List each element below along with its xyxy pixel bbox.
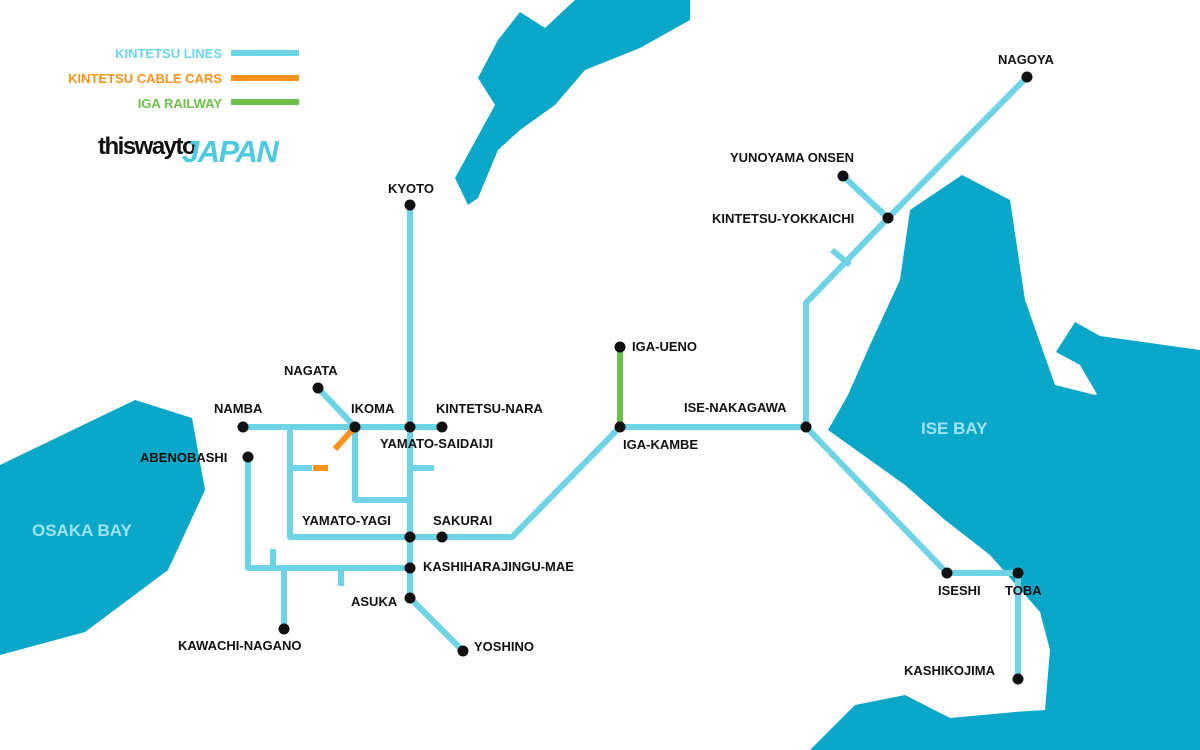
osaka-bay-water [0, 400, 205, 655]
thiswaytojapan-logo: thiswayto JAPAN [98, 133, 281, 169]
logo-text-japan: JAPAN [182, 134, 279, 169]
label-nagata: NAGATA [284, 363, 338, 378]
label-ise-nakagawa: ISE-NAKAGAWA [684, 400, 787, 415]
station-yoshino [457, 645, 469, 657]
station-abenobashi [242, 451, 254, 463]
line-nagata-ikoma [315, 385, 358, 430]
label-yunoyama-onsen: YUNOYAMA ONSEN [730, 150, 854, 165]
station-yamato-saidaiji [404, 421, 416, 433]
label-iseshi: ISESHI [938, 583, 981, 598]
cable-car-lines [313, 424, 358, 471]
label-kashikojima: KASHIKOJIMA [904, 663, 996, 678]
station-namba [237, 421, 249, 433]
label-toba: TOBA [1005, 583, 1042, 598]
label-iga-ueno: IGA-UENO [632, 339, 697, 354]
station-ise-nakagawa [800, 421, 812, 433]
line-minami-osaka [245, 457, 410, 571]
label-kyoto: KYOTO [388, 181, 434, 196]
station-nagata [312, 382, 324, 394]
station-iga-kambe [614, 421, 626, 433]
label-kawachi-nagano: KAWACHI-NAGANO [178, 638, 302, 653]
station-iga-ueno [614, 341, 626, 353]
station-kintetsu-nara [436, 421, 448, 433]
station-kashiharajingu-mae [404, 562, 416, 574]
label-kintetsu-yokkaichi: KINTETSU-YOKKAICHI [712, 211, 854, 226]
osaka-bay-label: OSAKA BAY [32, 521, 132, 540]
legend-iga-railway-label: IGA RAILWAY [138, 96, 223, 111]
label-namba: NAMBA [214, 401, 263, 416]
label-kashiharajingu-mae: KASHIHARAJINGU-MAE [423, 559, 574, 574]
station-ikoma [349, 421, 361, 433]
label-yamato-yagi: YAMATO-YAGI [302, 513, 391, 528]
line-shima [803, 424, 1021, 679]
line-osaka-ise [410, 424, 806, 540]
label-nagoya: NAGOYA [998, 52, 1054, 67]
station-yunoyama-onsen [837, 170, 849, 182]
label-ikoma: IKOMA [351, 401, 395, 416]
label-sakurai: SAKURAI [433, 513, 492, 528]
label-yamato-saidaiji: YAMATO-SAIDAIJI [380, 436, 493, 451]
logo-text-thiswayto: thiswayto [98, 133, 196, 160]
line-ikoma-branch [352, 427, 410, 503]
label-asuka: ASUKA [351, 594, 398, 609]
station-kintetsu-yokkaichi [882, 212, 894, 224]
legend-cable-cars-label: KINTETSU CABLE CARS [68, 71, 222, 86]
stub-5 [830, 247, 852, 268]
station-kawachi-nagano [278, 623, 290, 635]
station-nagoya [1021, 71, 1033, 83]
line-yunoyama [840, 173, 891, 221]
ise-bay-water [810, 175, 1200, 750]
station-kyoto [404, 199, 416, 211]
station-yamato-yagi [404, 531, 416, 543]
station-labels: KYOTO NAGOYA YUNOYAMA ONSEN KINTETSU-YOK… [140, 52, 1054, 678]
station-sakurai [436, 531, 448, 543]
station-kashikojima [1012, 673, 1024, 685]
station-iseshi [941, 567, 953, 579]
station-toba [1012, 567, 1024, 579]
lake-biwa-water [455, 0, 690, 205]
label-abenobashi: ABENOBASHI [140, 450, 227, 465]
label-iga-kambe: IGA-KAMBE [623, 437, 698, 452]
station-markers [237, 71, 1033, 685]
line-osaka-yagi [287, 427, 410, 540]
legend-kintetsu-lines-label: KINTETSU LINES [115, 46, 222, 61]
line-yoshino [407, 595, 466, 654]
station-asuka [404, 592, 416, 604]
label-yoshino: YOSHINO [474, 639, 534, 654]
label-kintetsu-nara: KINTETSU-NARA [436, 401, 543, 416]
ise-bay-label: ISE BAY [921, 419, 988, 438]
legend: KINTETSU LINES KINTETSU CABLE CARS IGA R… [68, 46, 299, 111]
peninsula-water [1056, 322, 1200, 460]
